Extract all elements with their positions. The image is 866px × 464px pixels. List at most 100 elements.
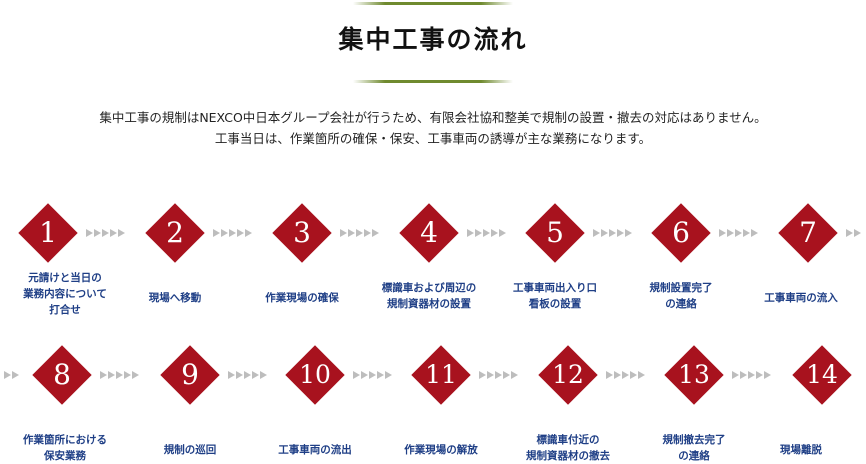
arrow-right-icon (467, 229, 474, 237)
title-rule-top (353, 2, 513, 5)
step-label-line: 作業箇所における (23, 434, 107, 446)
arrow-right-icon (237, 229, 244, 237)
flow-arrows (719, 229, 758, 239)
step-label-line: 業務内容について (23, 288, 107, 300)
step-number: 9 (181, 358, 199, 391)
arrow-right-icon (719, 229, 726, 237)
step-label: 工事車両の流出 (250, 442, 380, 458)
step-label-line: 工事車両出入り口 (513, 282, 597, 294)
flow-arrows (467, 229, 506, 239)
intro-line-2: 工事当日は、作業箇所の確保・保安、工事車両の誘導が主な業務になります。 (214, 131, 652, 146)
step-label-line: 標識車および周辺の (381, 282, 477, 294)
arrow-right-icon (228, 371, 235, 379)
step-label-line: 工事車両の流入 (764, 292, 838, 304)
step-number: 10 (299, 360, 331, 389)
step-label: 作業箇所における保安業務 (0, 432, 130, 464)
step-label: 規制設置完了の連絡 (616, 280, 746, 312)
arrow-right-icon (630, 371, 637, 379)
intro-line-1: 集中工事の規制はNEXCO中日本グループ会社が行うため、有限会社協和整美で規制の… (99, 110, 767, 125)
flow-arrows (100, 371, 139, 381)
step-label-line: 規制設置完了 (649, 282, 713, 294)
arrow-right-icon (625, 229, 632, 237)
step-label-line: 規制資器材の設置 (387, 298, 471, 310)
arrow-right-icon (609, 229, 616, 237)
arrow-right-icon (511, 371, 518, 379)
arrow-right-icon (751, 229, 758, 237)
arrow-right-icon (100, 371, 107, 379)
step-label: 工事車両の流入 (736, 290, 866, 306)
arrow-right-icon (102, 229, 109, 237)
intro-text: 集中工事の規制はNEXCO中日本グループ会社が行うため、有限会社協和整美で規制の… (0, 107, 866, 149)
arrow-right-icon (372, 229, 379, 237)
arrow-right-icon (245, 229, 252, 237)
arrow-right-icon (606, 371, 613, 379)
arrow-right-icon (764, 371, 771, 379)
arrow-right-icon (756, 371, 763, 379)
step-label-line: の連絡 (665, 298, 697, 310)
step-number: 8 (53, 358, 71, 391)
arrow-right-icon (229, 229, 236, 237)
arrow-right-icon (743, 229, 750, 237)
step-label-line: 現場へ移動 (148, 292, 202, 304)
arrow-right-icon (638, 371, 645, 379)
step-label: 元請けと当日の業務内容について打合せ (0, 270, 130, 318)
step-number: 6 (672, 216, 690, 249)
step-number: 1 (39, 216, 57, 249)
arrow-right-icon (601, 229, 608, 237)
flow-arrows (732, 371, 771, 381)
arrow-right-icon (110, 229, 117, 237)
arrow-right-icon (854, 229, 861, 237)
arrow-right-icon (732, 371, 739, 379)
arrow-right-icon (4, 371, 11, 379)
arrow-right-icon (614, 371, 621, 379)
step-number: 5 (546, 216, 564, 249)
step-label-line: 工事車両の流出 (278, 444, 352, 456)
page-title: 集中工事の流れ (338, 25, 528, 54)
step-label-line: 規制撤去完了 (662, 434, 726, 446)
arrow-right-icon (361, 371, 368, 379)
arrow-right-icon (617, 229, 624, 237)
arrow-right-icon (475, 229, 482, 237)
arrow-right-icon (348, 229, 355, 237)
step-label-line: 作業現場の解放 (404, 444, 478, 456)
step-label: 現場へ移動 (110, 290, 240, 306)
arrow-right-icon (244, 371, 251, 379)
arrow-right-icon (260, 371, 267, 379)
flow-arrows (593, 229, 632, 239)
arrow-right-icon (748, 371, 755, 379)
flow-arrows (86, 229, 125, 239)
arrow-right-icon (132, 371, 139, 379)
step-label-line: 元請けと当日の (28, 272, 102, 284)
arrow-right-icon (369, 371, 376, 379)
step-number: 4 (420, 216, 438, 249)
step-number: 12 (552, 360, 584, 389)
arrow-right-icon (340, 229, 347, 237)
arrow-right-icon (593, 229, 600, 237)
step-number: 13 (678, 360, 710, 389)
flow-arrows (213, 229, 252, 239)
flow-arrows (353, 371, 392, 381)
arrow-right-icon (503, 371, 510, 379)
flow-arrows (340, 229, 379, 239)
arrow-right-icon (479, 371, 486, 379)
step-number: 7 (799, 216, 817, 249)
step-number: 2 (166, 216, 184, 249)
arrow-right-icon (116, 371, 123, 379)
flow-arrows (228, 371, 267, 381)
step-label: 標識車付近の規制資器材の撤去 (503, 432, 633, 464)
step-label-line: 規制資器材の撤去 (526, 450, 610, 462)
step-label-line: 現場離脱 (780, 444, 822, 456)
arrow-right-icon (12, 371, 19, 379)
step-label-line: 標識車付近の (536, 434, 600, 446)
arrow-right-icon (377, 371, 384, 379)
arrow-right-icon (236, 371, 243, 379)
arrow-right-icon (124, 371, 131, 379)
arrow-right-icon (353, 371, 360, 379)
arrow-right-icon (118, 229, 125, 237)
arrow-right-icon (735, 229, 742, 237)
arrow-right-icon (364, 229, 371, 237)
arrow-right-icon (221, 229, 228, 237)
step-label: 工事車両出入り口看板の設置 (490, 280, 620, 312)
flow-arrows (479, 371, 518, 381)
step-label: 作業現場の解放 (376, 442, 506, 458)
